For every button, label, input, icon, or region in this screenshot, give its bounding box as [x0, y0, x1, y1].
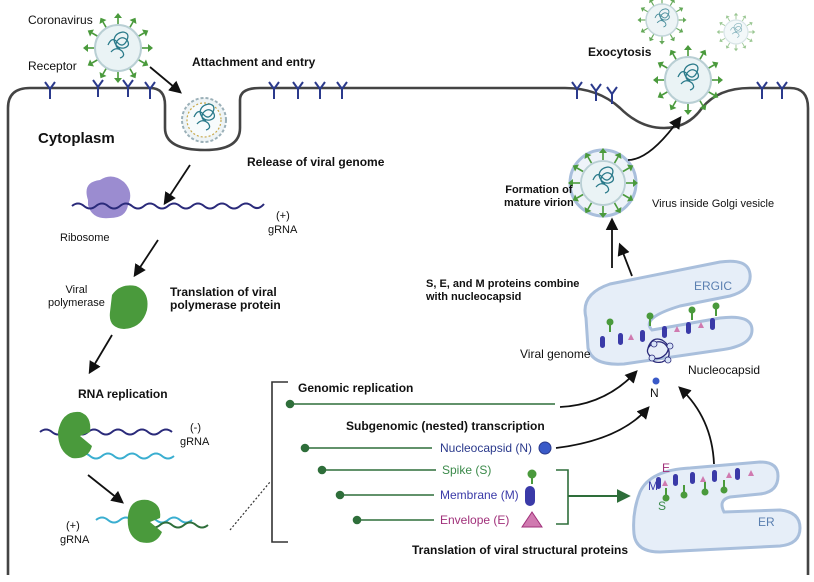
- protein-membrane-label: Membrane (M): [440, 488, 519, 502]
- n-label: N: [650, 386, 659, 400]
- grna-strand-top: [71, 202, 265, 210]
- receptor-label: Receptor: [28, 59, 77, 73]
- structural-bracket: [556, 469, 569, 525]
- exiting-virus-icon: [653, 45, 723, 115]
- endosome-virus-icon: [181, 97, 227, 143]
- released-virus-small-icon: [717, 13, 756, 52]
- ergic-label: ERGIC: [694, 279, 733, 293]
- flow-arrows: [87, 66, 715, 504]
- membrane-protein-icon: [525, 486, 535, 506]
- translation-structural-label: Translation of viral structural proteins: [412, 543, 629, 557]
- spike-protein-icon: [527, 469, 537, 484]
- envelope-protein-icon: [521, 511, 543, 528]
- er-s-label: S: [658, 499, 667, 513]
- viral-polymerase-icon: [109, 285, 148, 329]
- sem-combine-label: S, E, and M proteins combine with nucleo…: [426, 278, 580, 303]
- golgi-vesicle-virion-icon: [568, 148, 638, 218]
- new-grna-strand-green: [147, 521, 209, 529]
- ribosome-label: Ribosome: [60, 232, 110, 244]
- viral-polymerase-label: Viral polymerase: [48, 284, 105, 309]
- transcription-lines: [285, 399, 555, 525]
- coronavirus-label: Coronavirus: [28, 13, 93, 27]
- zoom-dotted-line: [229, 481, 271, 531]
- genomic-replication-label: Genomic replication: [298, 381, 414, 395]
- grna-plus-strand-light: [77, 452, 175, 460]
- grna-minus-label: gRNA: [180, 436, 210, 448]
- release-genome-label: Release of viral genome: [247, 155, 385, 169]
- ergic-embedded-proteins: [600, 302, 720, 348]
- released-virus-icon: [638, 0, 687, 45]
- formation-virion-label: Formation of mature virion: [504, 184, 574, 209]
- grna-plus-lower-sign-label: (+): [66, 520, 80, 532]
- grna-plus-sign-label: (+): [276, 210, 290, 222]
- rna-replication-label: RNA replication: [78, 387, 168, 401]
- subgenomic-label: Subgenomic (nested) transcription: [346, 419, 545, 433]
- er-m-label: M: [648, 479, 658, 493]
- nucleocapsid-protein-icon: [538, 441, 552, 455]
- er-label: ER: [758, 515, 775, 529]
- n-protein-dot: [652, 377, 660, 385]
- protein-envelope-label: Envelope (E): [440, 513, 510, 527]
- exocytosis-label: Exocytosis: [588, 45, 652, 59]
- er-embedded-proteins: [656, 468, 754, 502]
- ribosome-icon: [86, 176, 131, 219]
- nucleocapsid-label: Nucleocapsid: [688, 363, 761, 377]
- transcription-bracket: [271, 381, 288, 543]
- grna-minus-sign-label: (-): [190, 422, 201, 434]
- coronavirus-particle-icon: [82, 12, 154, 84]
- cytoplasm-label: Cytoplasm: [38, 130, 115, 147]
- grna-plus-lower-label: gRNA: [60, 534, 90, 546]
- lower-polymerase-icon: [127, 499, 162, 543]
- translation-polymerase-label: Translation of viral polymerase protein: [170, 285, 281, 312]
- grna-label: gRNA: [268, 224, 298, 236]
- protein-spike-label: Spike (S): [442, 463, 492, 477]
- er-e-label: E: [662, 461, 671, 475]
- viral-genome-label: Viral genome: [520, 347, 591, 361]
- replicating-polymerase-icon: [58, 411, 92, 459]
- protein-nucleocapsid-label: Nucleocapsid (N): [440, 441, 533, 455]
- ergic-membrane: [583, 259, 754, 366]
- golgi-vesicle-label: Virus inside Golgi vesicle: [652, 198, 775, 210]
- nucleocapsid-complex-icon: [646, 338, 674, 364]
- attachment-entry-label: Attachment and entry: [192, 55, 316, 69]
